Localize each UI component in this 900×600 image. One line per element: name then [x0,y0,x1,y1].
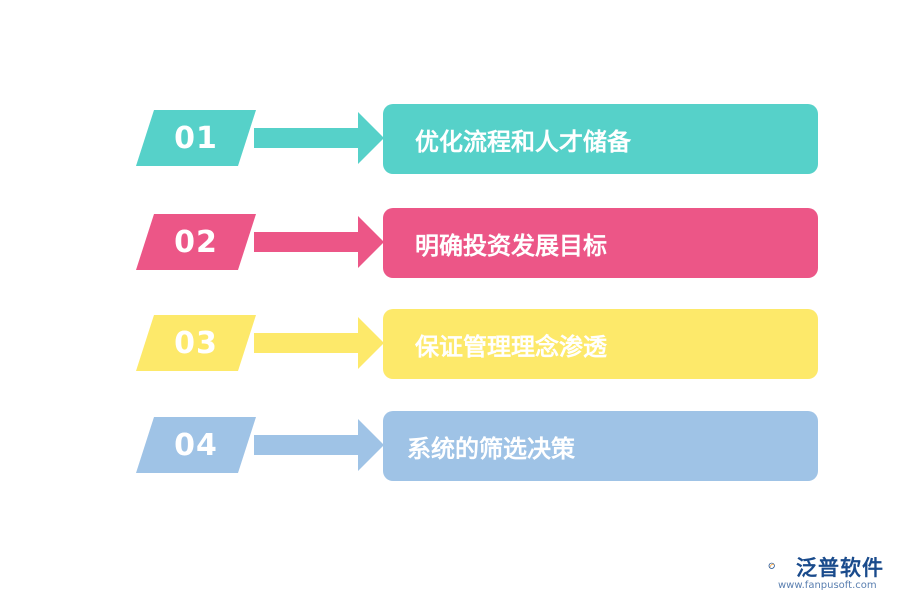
step-number-parallelogram [136,110,256,166]
step-number: 02 [174,224,218,260]
step-row-4: 04 系统的筛选决策 [0,411,900,491]
fanpu-logo-icon [768,562,775,569]
step-row-3: 03 保证管理理念渗透 [0,309,900,389]
step-label: 明确投资发展目标 [415,231,607,260]
logo-name: 泛普软件 [796,556,884,580]
step-label: 优化流程和人才储备 [415,127,631,156]
step-row-2: 02 明确投资发展目标 [0,208,900,288]
step-row-1: 01 优化流程和人才储备 [0,104,900,184]
step-number-parallelogram [136,214,256,270]
arrow-right-icon [254,317,384,369]
step-label: 系统的筛选决策 [407,434,575,463]
arrow-right-icon [254,419,384,471]
step-number-parallelogram [136,315,256,371]
step-number: 03 [174,325,218,361]
arrow-right-icon [254,216,384,268]
arrow-right-icon [254,112,384,164]
step-label-box: 保证管理理念渗透 [383,309,818,379]
step-label: 保证管理理念渗透 [415,332,607,361]
step-number: 04 [174,427,218,463]
step-label-box: 优化流程和人才储备 [383,104,818,174]
step-label-box: 明确投资发展目标 [383,208,818,278]
step-number-parallelogram [136,417,256,473]
step-number: 01 [174,120,218,156]
logo-url: www.fanpusoft.com [778,580,877,591]
step-label-box: 系统的筛选决策 [383,411,818,481]
